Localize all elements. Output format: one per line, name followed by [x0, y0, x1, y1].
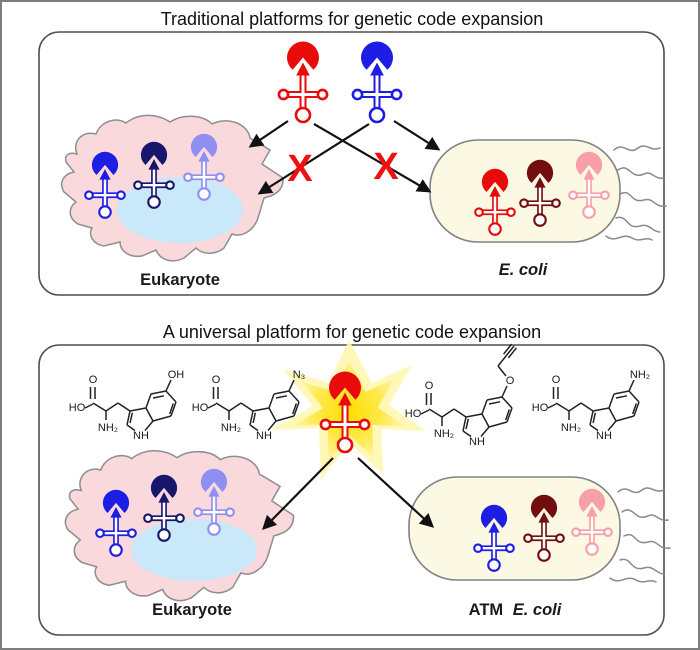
arrow-red-to-eukaryote	[248, 120, 289, 148]
ether-o-label: O	[506, 375, 515, 387]
atm-ecoli-cell: ATM E. coli	[408, 476, 671, 619]
arrow-universal-to-atm-ecoli	[357, 457, 435, 528]
arrow-blue-to-eukaryote-blocked	[257, 123, 370, 195]
carbonyl-label: O	[425, 380, 434, 392]
ecoli-species: E. coli	[513, 601, 562, 619]
amine-label: NH₂	[221, 422, 241, 434]
indole-nh-label: NH	[596, 430, 612, 442]
amino-acid-structure-2: HO O NH₂ NH N₃	[192, 369, 305, 442]
ecoli-label: E. coli	[499, 261, 548, 279]
eukaryote-label: Eukaryote	[152, 601, 232, 619]
atm-ecoli-label: ATM E. coli	[469, 601, 562, 619]
acid-label: HO	[69, 402, 86, 414]
carbonyl-label: O	[552, 374, 561, 386]
arrow-red-to-ecoli-blocked	[313, 123, 432, 193]
amino-acid-structure-1: HO O NH₂ NH OH	[69, 369, 185, 442]
ecoli-body	[408, 476, 621, 581]
eukaryote-label: Eukaryote	[140, 271, 220, 289]
amine-label: NH₂	[561, 422, 581, 434]
amine-label: NH₂	[434, 428, 454, 440]
indole-nh-label: NH	[469, 436, 485, 448]
acid-label: HO	[192, 402, 209, 414]
bottom-panel-title: A universal platform for genetic code ex…	[163, 322, 541, 342]
indole-nh-label: NH	[256, 430, 272, 442]
amine-label: NH₂	[98, 422, 118, 434]
substituent-label: NH₂	[630, 369, 650, 381]
eukaryote-cell-bottom: Eukaryote	[64, 449, 295, 619]
cross-mark-left: X	[287, 148, 313, 190]
amino-acid-structure-3: HO O NH₂ NH O	[405, 343, 517, 448]
atm-prefix: ATM	[469, 601, 504, 619]
substituent-label: N₃	[293, 369, 305, 381]
nucleus	[117, 177, 243, 243]
amino-acid-structure-4: HO O NH₂ NH NH₂	[532, 369, 650, 442]
propargyl-bonds	[497, 343, 517, 377]
nucleus	[131, 519, 257, 581]
cross-mark-right: X	[373, 146, 399, 188]
substituent-label: OH	[168, 369, 185, 381]
arrow-blue-to-ecoli	[393, 120, 441, 151]
arrow-universal-to-eukaryote	[261, 457, 334, 531]
acid-label: HO	[532, 402, 549, 414]
top-panel-title: Traditional platforms for genetic code e…	[161, 9, 544, 29]
indole-nh-label: NH	[133, 430, 149, 442]
ecoli-cell: E. coli	[429, 139, 667, 279]
carbonyl-label: O	[212, 374, 221, 386]
eukaryote-cell: Eukaryote	[60, 114, 284, 289]
carbonyl-label: O	[89, 374, 98, 386]
acid-label: HO	[405, 408, 422, 420]
